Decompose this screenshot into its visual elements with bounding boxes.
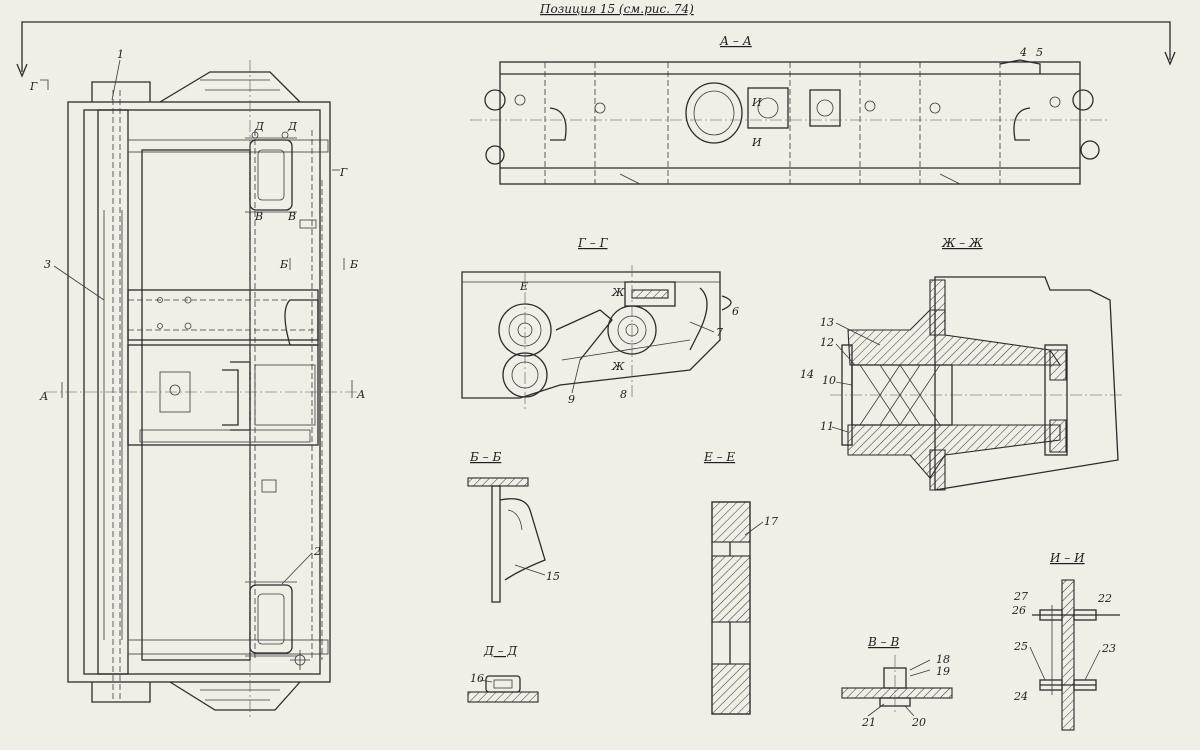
callout-22: 22 [1097, 592, 1112, 605]
cut-mark: В [254, 210, 263, 223]
section-a-a: А – А 4 5 И И [470, 34, 1110, 185]
callout-4: 4 [1019, 46, 1027, 59]
section-title: Б – Б [469, 450, 501, 464]
callout-19: 19 [936, 665, 950, 678]
cut-mark: Д [287, 120, 298, 133]
section-title: И – И [1049, 551, 1085, 565]
callout-20: 20 [911, 716, 926, 729]
position-title: Позиция 15 (см.рис. 74) [539, 2, 694, 16]
section-v-v: В – В 18 19 21 20 [841, 635, 953, 729]
cut-mark: Ж [611, 286, 625, 299]
callout-17: 17 [764, 515, 778, 528]
cut-mark: А [39, 390, 48, 403]
cut-mark: В [287, 210, 296, 223]
callout-6: 6 [732, 305, 739, 318]
callout-18: 18 [936, 653, 950, 666]
section-zh-zh: Ж – Ж 13 12 14 10 11 [800, 236, 1125, 491]
callout-27: 27 [1013, 590, 1028, 603]
callout-2: 2 [313, 545, 321, 558]
section-title: Е – Е [703, 450, 735, 464]
callout-12: 12 [820, 336, 834, 349]
section-title: Ж – Ж [941, 236, 983, 250]
section-title: Д – Д [483, 644, 517, 658]
cut-mark: И [751, 136, 762, 149]
section-title: В – В [867, 635, 899, 649]
cut-mark: Е [519, 280, 528, 293]
section-i-i: И – И 27 26 22 25 23 24 [1011, 551, 1120, 731]
callout-1: 1 [117, 48, 124, 61]
callout-8: 8 [620, 388, 627, 401]
cut-mark: Б [349, 258, 358, 271]
callout-11: 11 [820, 420, 834, 433]
plan-view-labels: Г Г А А Б Б Д Д В В 1 3 2 [29, 48, 365, 585]
cut-mark: А [356, 388, 365, 401]
position-header: Позиция 15 (см.рис. 74) [16, 2, 1176, 78]
callout-16: 16 [470, 672, 484, 685]
callout-15: 15 [546, 570, 560, 583]
plan-view [45, 60, 360, 720]
section-b-b: Б – Б 15 [467, 450, 560, 603]
callout-9: 9 [568, 393, 575, 406]
section-d-d: Д – Д 16 [467, 644, 539, 703]
callout-5: 5 [1036, 46, 1043, 59]
callout-14: 14 [800, 368, 814, 381]
cut-mark: Б [279, 258, 288, 271]
cut-mark: Г [29, 80, 38, 93]
section-e-e: Е – Е 17 [703, 450, 778, 715]
callout-24: 24 [1013, 690, 1028, 703]
callout-23: 23 [1101, 642, 1116, 655]
cut-mark: И [751, 96, 762, 109]
callout-21: 21 [861, 716, 876, 729]
callout-3: 3 [44, 258, 51, 271]
callout-13: 13 [820, 316, 834, 329]
cut-mark: Д [254, 120, 265, 133]
callout-26: 26 [1011, 604, 1026, 617]
section-title: Г – Г [577, 236, 609, 250]
section-g-g: Г – Г Е Ж Ж 6 7 8 9 [461, 236, 739, 410]
cut-mark: Ж [611, 360, 625, 373]
callout-25: 25 [1013, 640, 1028, 653]
callout-7: 7 [716, 326, 723, 339]
cut-mark: Г [339, 166, 348, 179]
section-title: А – А [719, 34, 752, 48]
callout-10: 10 [822, 374, 836, 387]
